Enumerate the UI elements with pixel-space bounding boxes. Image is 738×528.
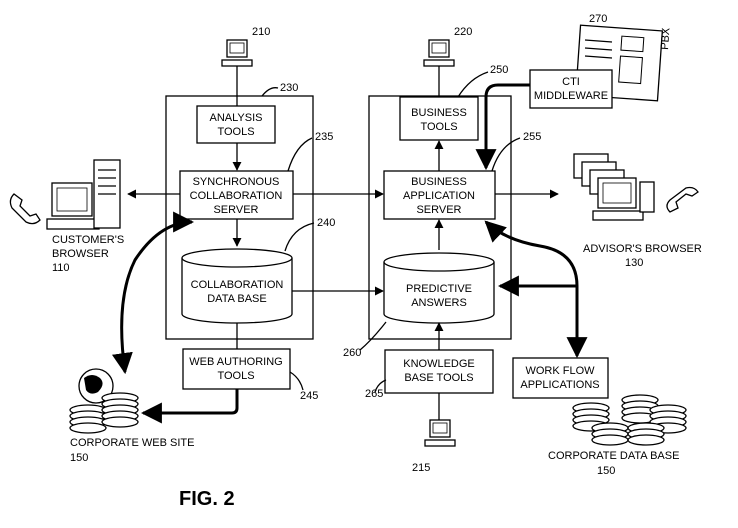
customers-browser-line2: BROWSER <box>52 248 109 260</box>
collab-db-line2: DATA BASE <box>207 293 267 305</box>
arrow-workflow-bas <box>484 220 588 359</box>
advisors-browser-label: ADVISOR'S BROWSER <box>583 243 702 255</box>
ref-230: 230 <box>280 82 298 94</box>
arrow-website-sync <box>112 211 195 375</box>
bas-line3: SERVER <box>416 204 461 216</box>
corporate-data-base-icon <box>572 394 687 446</box>
corporate-web-site-icon <box>69 368 139 434</box>
collaboration-database-cylinder <box>181 248 293 324</box>
workflow-applications-box <box>512 357 609 399</box>
kb-line1: KNOWLEDGE <box>403 358 475 370</box>
business-app-server-box <box>383 170 496 220</box>
advisors-browser-ref: 130 <box>625 257 643 269</box>
ref-250: 250 <box>490 64 508 76</box>
pa-line1: PREDICTIVE <box>406 283 472 295</box>
customers-browser-ref: 110 <box>52 262 70 274</box>
web-auth-line2: TOOLS <box>217 370 254 382</box>
bas-line1: BUSINESS <box>411 176 467 188</box>
sync-line2: COLLABORATION <box>190 190 283 202</box>
ref-270: 270 <box>589 13 607 25</box>
ref-220: 220 <box>454 26 472 38</box>
pbx-label: PBX <box>659 27 673 50</box>
wf-line1: WORK FLOW <box>525 365 595 377</box>
telephone-icon-left <box>9 193 41 225</box>
ref-210: 210 <box>252 26 270 38</box>
pa-line2: ANSWERS <box>411 297 467 309</box>
corporate-data-base-ref: 150 <box>597 465 615 477</box>
sync-collab-server-box <box>179 170 294 220</box>
ref-265: 265 <box>365 388 383 400</box>
ref-240: 240 <box>317 217 335 229</box>
workstation-210-icon <box>221 39 253 67</box>
wf-line2: APPLICATIONS <box>520 379 599 391</box>
customers-browser-line1: CUSTOMER'S <box>52 234 124 246</box>
analysis-tools-line1: ANALYSIS <box>210 112 263 124</box>
cti-middleware-box <box>529 69 613 109</box>
arrow-cti-to-bas <box>475 83 530 171</box>
analysis-tools-line2: TOOLS <box>217 126 254 138</box>
ref-245: 245 <box>300 390 318 402</box>
analysis-tools-box <box>196 105 276 144</box>
bas-line2: APPLICATION <box>403 190 475 202</box>
sync-line3: SERVER <box>213 204 258 216</box>
cti-line2: MIDDLEWARE <box>534 90 608 102</box>
cti-line1: CTI <box>562 76 580 88</box>
ref-260: 260 <box>343 347 361 359</box>
kb-line2: BASE TOOLS <box>404 372 473 384</box>
workstation-220-icon <box>423 39 455 67</box>
sync-line1: SYNCHRONOUS <box>193 176 280 188</box>
figure-label: FIG. 2 <box>179 488 235 510</box>
ref-215: 215 <box>412 462 430 474</box>
business-tools-line2: TOOLS <box>420 121 457 133</box>
customer-computer-icon <box>46 159 121 230</box>
ref-255: 255 <box>523 131 541 143</box>
knowledge-base-tools-box <box>384 349 494 394</box>
advisor-computers-icon <box>573 153 655 221</box>
business-tools-line1: BUSINESS <box>411 107 467 119</box>
web-authoring-tools-box <box>182 348 291 390</box>
arrow-webauth-to-website <box>140 389 239 424</box>
workstation-215-icon <box>424 419 456 447</box>
collab-db-line1: COLLABORATION <box>191 279 284 291</box>
ref-235: 235 <box>315 131 333 143</box>
corporate-web-site-ref: 150 <box>70 452 88 464</box>
business-tools-box <box>399 96 479 141</box>
web-auth-line1: WEB AUTHORING <box>189 356 283 368</box>
corporate-data-base-label: CORPORATE DATA BASE <box>548 450 679 462</box>
corporate-web-site-label: CORPORATE WEB SITE <box>70 437 194 449</box>
telephone-icon-right <box>666 186 699 213</box>
